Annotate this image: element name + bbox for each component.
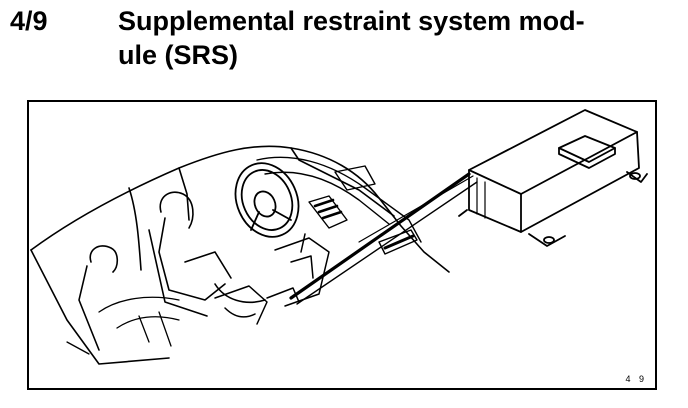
section-number: 4/9 (10, 6, 48, 36)
steering-wheel (234, 162, 300, 238)
vehicle-body-outline (30, 145, 450, 365)
srs-control-module (458, 109, 648, 247)
srs-module-location-illustration (30, 109, 648, 365)
figure-reference: 4 9 (625, 374, 647, 384)
section-heading: Supplemental restraint system mod- ule (… (118, 4, 678, 72)
wiring-harness (289, 172, 478, 305)
center-console (214, 233, 330, 325)
front-seats (78, 191, 266, 351)
section-heading-line-1: Supplemental restraint system mod- (118, 6, 585, 36)
rear-seat-area (66, 296, 180, 355)
section-heading-line-2: ule (SRS) (118, 40, 239, 70)
figure-frame: 4 9 (27, 100, 657, 390)
dashboard (256, 156, 422, 255)
